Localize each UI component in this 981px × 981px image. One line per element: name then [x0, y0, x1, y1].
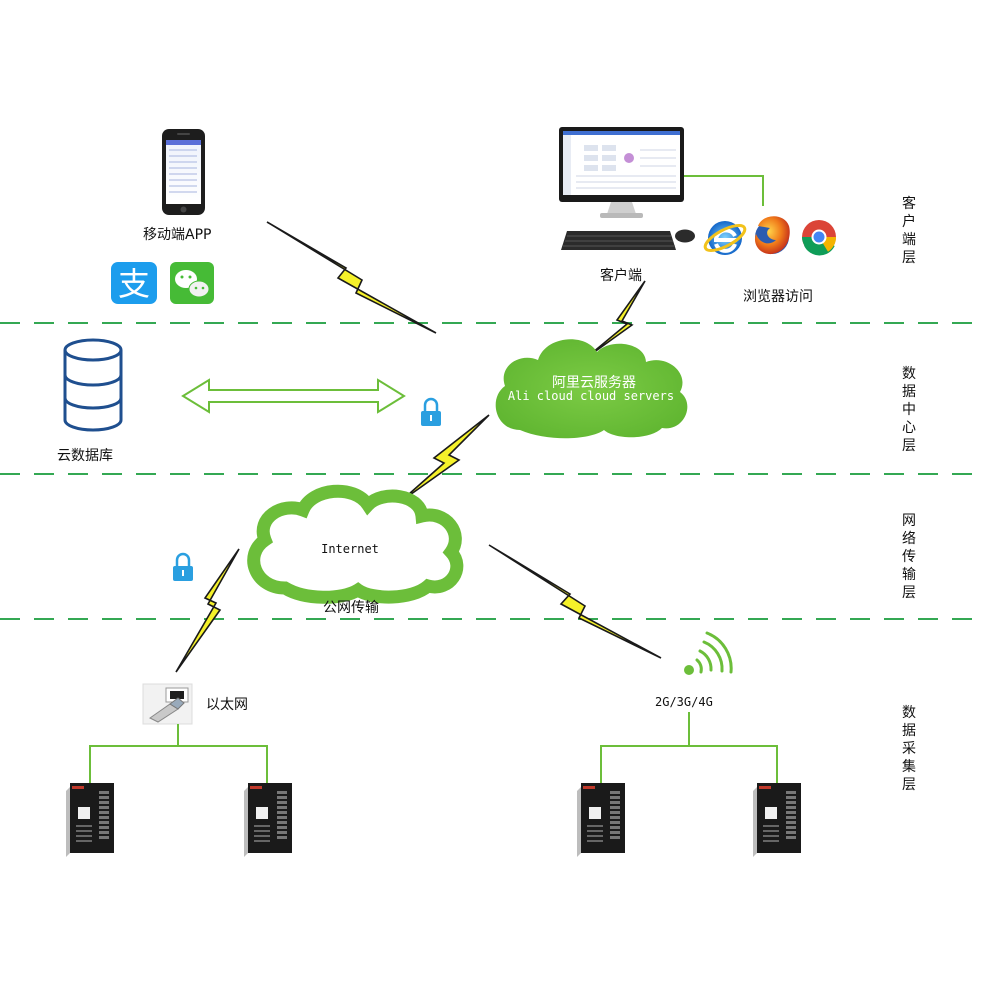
- browser-access-label: 浏览器访问: [743, 289, 813, 305]
- firefox-icon: [754, 216, 790, 255]
- device-icon: [244, 783, 292, 857]
- wireless-bolt-icon: [399, 414, 490, 503]
- lock-icon: [173, 552, 193, 581]
- layer-separators: [0, 322, 981, 620]
- layer-label-collection: 数据采集层: [902, 705, 916, 793]
- internet-cloud: [247, 484, 464, 604]
- mouse-icon: [675, 229, 695, 243]
- layer-label-network: 网络传输层: [902, 513, 916, 601]
- mobile-app-label: 移动端APP: [143, 227, 212, 243]
- chrome-icon: [802, 220, 837, 256]
- layer-label-data-center: 数据中心层: [902, 366, 916, 454]
- wechat-icon: [170, 262, 214, 304]
- cloud-db-label: 云数据库: [57, 448, 113, 464]
- alipay-icon: 支: [111, 262, 157, 304]
- keyboard-icon: [561, 231, 676, 250]
- internet-label: Internet: [321, 542, 379, 556]
- device-icon: [66, 783, 114, 857]
- client-pc-label: 客户端: [600, 268, 642, 284]
- device-icon: [753, 783, 801, 857]
- lock-icon: [421, 397, 441, 426]
- phone-icon: [162, 129, 205, 215]
- public-network-label: 公网传输: [323, 600, 379, 616]
- cellular-label: 2G/3G/4G: [655, 695, 713, 709]
- svg-text:支: 支: [118, 265, 150, 303]
- wifi-icon: [684, 631, 733, 675]
- aliyun-cn-label: 阿里云服务器: [552, 375, 636, 391]
- browser-connector: [684, 175, 764, 206]
- ethernet-icon: [142, 683, 193, 725]
- wireless-bolt-icon: [175, 548, 240, 673]
- device-icon: [577, 783, 625, 857]
- ie-icon: [703, 221, 747, 255]
- aliyun-cloud: [495, 339, 688, 439]
- device-connectors: [89, 712, 778, 783]
- database-icon: [63, 338, 123, 432]
- desktop-icon: [559, 127, 684, 218]
- layer-label-client: 客户端层: [902, 196, 916, 266]
- sync-arrow: [181, 378, 406, 414]
- ethernet-label: 以太网: [206, 697, 248, 713]
- wireless-bolt-icon: [266, 221, 437, 334]
- wireless-bolt-icon: [488, 544, 662, 659]
- aliyun-en-label: Ali cloud cloud servers: [507, 389, 675, 403]
